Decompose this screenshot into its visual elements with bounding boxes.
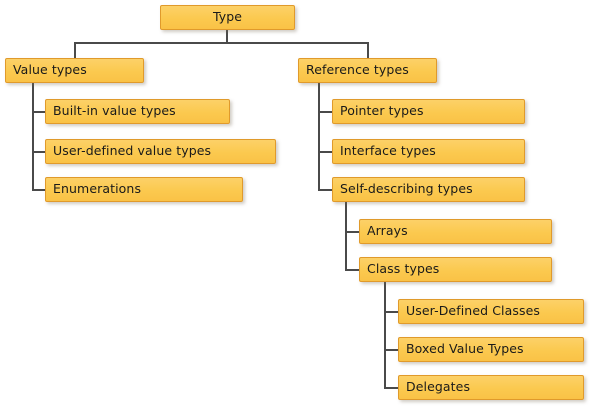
node-self-describing-types[interactable]: Self-describing types	[332, 177, 525, 202]
node-reference-types-label: Reference types	[306, 62, 409, 78]
connector-root-bar	[74, 42, 369, 44]
connector-self-describing-spine	[345, 202, 347, 270]
node-enumerations-label: Enumerations	[53, 181, 142, 197]
connector-value-types-spine	[32, 82, 34, 191]
node-pointer-types-label: Pointer types	[340, 103, 424, 119]
node-enumerations[interactable]: Enumerations	[45, 177, 243, 202]
node-user-defined-classes[interactable]: User-Defined Classes	[398, 299, 584, 324]
node-built-in-value-types-label: Built-in value types	[53, 103, 176, 119]
node-delegates[interactable]: Delegates	[398, 375, 584, 400]
node-class-types[interactable]: Class types	[359, 257, 552, 282]
connector-root-to-reference-types	[367, 42, 369, 59]
connector-value-types-to-enumerations	[32, 189, 46, 191]
node-pointer-types[interactable]: Pointer types	[332, 99, 525, 124]
connector-reference-types-to-interface	[318, 151, 333, 153]
node-boxed-value-types-label: Boxed Value Types	[406, 341, 524, 357]
node-reference-types[interactable]: Reference types	[298, 58, 437, 83]
node-delegates-label: Delegates	[406, 379, 471, 395]
connector-root-to-value-types	[74, 42, 76, 59]
node-value-types[interactable]: Value types	[5, 58, 144, 83]
connector-value-types-to-user-defined	[32, 151, 46, 153]
node-arrays-label: Arrays	[367, 223, 408, 239]
connector-self-describing-to-class-types	[345, 269, 360, 271]
connector-class-types-to-boxed-value-types	[384, 349, 399, 351]
connector-self-describing-to-arrays	[345, 231, 360, 233]
node-class-types-label: Class types	[367, 261, 440, 277]
node-type[interactable]: Type	[160, 5, 295, 30]
connector-value-types-to-built-in	[32, 111, 46, 113]
node-user-defined-value-types[interactable]: User-defined value types	[45, 139, 276, 164]
node-user-defined-classes-label: User-Defined Classes	[406, 303, 541, 319]
node-boxed-value-types[interactable]: Boxed Value Types	[398, 337, 584, 362]
node-interface-types-label: Interface types	[340, 143, 436, 159]
node-type-label: Type	[212, 9, 243, 25]
node-built-in-value-types[interactable]: Built-in value types	[45, 99, 230, 124]
node-value-types-label: Value types	[13, 62, 87, 78]
connector-class-types-spine	[384, 282, 386, 388]
connector-class-types-to-user-defined-classes	[384, 311, 399, 313]
connector-root-stub	[226, 30, 228, 44]
node-self-describing-types-label: Self-describing types	[340, 181, 473, 197]
connector-reference-types-to-pointer	[318, 111, 333, 113]
connector-reference-types-to-self-describing	[318, 189, 333, 191]
connector-reference-types-spine	[318, 82, 320, 190]
node-arrays[interactable]: Arrays	[359, 219, 552, 244]
connector-class-types-to-delegates	[384, 387, 399, 389]
node-interface-types[interactable]: Interface types	[332, 139, 525, 164]
node-user-defined-value-types-label: User-defined value types	[53, 143, 212, 159]
